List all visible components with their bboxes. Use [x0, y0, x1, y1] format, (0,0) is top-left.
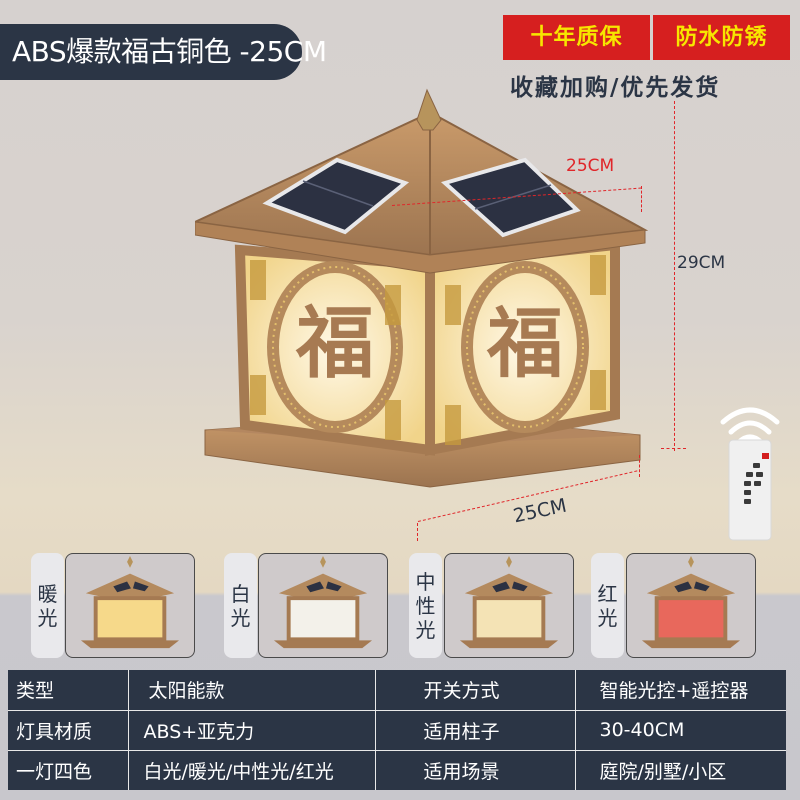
svg-text:福: 福 [486, 299, 563, 388]
variant-thumb-neutral[interactable] [444, 553, 574, 658]
variant-label-red[interactable]: 红 光 [591, 553, 624, 658]
spec-value: 30-40CM [575, 710, 786, 751]
remote-control-icon [720, 407, 780, 541]
height-line [674, 101, 675, 451]
spec-table: 类型 太阳能款 开关方式 智能光控+遥控器 灯具材质 ABS+亚克力 适用柱子 … [8, 670, 786, 790]
spec-key: 开关方式 [375, 670, 576, 711]
table-row: 类型 太阳能款 开关方式 智能光控+遥控器 [8, 670, 786, 711]
variant-label-neutral[interactable]: 中 性 光 [409, 553, 442, 658]
height-label: 29CM [677, 253, 726, 273]
waterproof-badge: 防水防锈 [653, 15, 790, 60]
product-title: ABS爆款福古铜色 -25CM [0, 24, 327, 80]
table-row: 灯具材质 ABS+亚克力 适用柱子 30-40CM [8, 710, 786, 751]
top-width-label: 25CM [566, 156, 615, 176]
variant-thumb-red[interactable] [626, 553, 756, 658]
variant-label-white[interactable]: 白 光 [224, 553, 257, 658]
spec-key: 类型 [8, 670, 129, 711]
spec-value: 庭院/别墅/小区 [599, 760, 727, 783]
favorite-prompt: 收藏加购/优先发货 [510, 75, 721, 101]
spec-value: 太阳能款 [128, 670, 376, 711]
spec-key: 一灯四色 [8, 750, 129, 790]
variant-thumb-white[interactable] [258, 553, 388, 658]
solar-pillar-lamp-image: 福 福 [195, 88, 649, 488]
variant-thumb-warm[interactable] [65, 553, 195, 658]
spec-value: 智能光控+遥控器 [575, 670, 786, 711]
spec-key: 适用柱子 [375, 710, 576, 751]
height-tick [661, 448, 686, 449]
base-width-tick-left [417, 523, 418, 541]
spec-value: 白光/暖光/中性光/红光 [128, 750, 376, 790]
wifi-signal-icon [720, 407, 780, 445]
top-width-tick [641, 186, 642, 212]
table-row: 一灯四色 白光/暖光/中性光/红光 适用场景 庭院/别墅/小区 [8, 750, 786, 790]
spec-value: ABS+亚克力 [128, 710, 376, 751]
variant-label-warm[interactable]: 暖 光 [31, 553, 64, 658]
svg-text:福: 福 [295, 299, 374, 389]
warranty-badge: 十年质保 [503, 15, 650, 60]
base-width-tick-right [639, 455, 640, 477]
spec-key: 适用场景 [375, 750, 576, 790]
spec-key: 灯具材质 [8, 710, 129, 751]
